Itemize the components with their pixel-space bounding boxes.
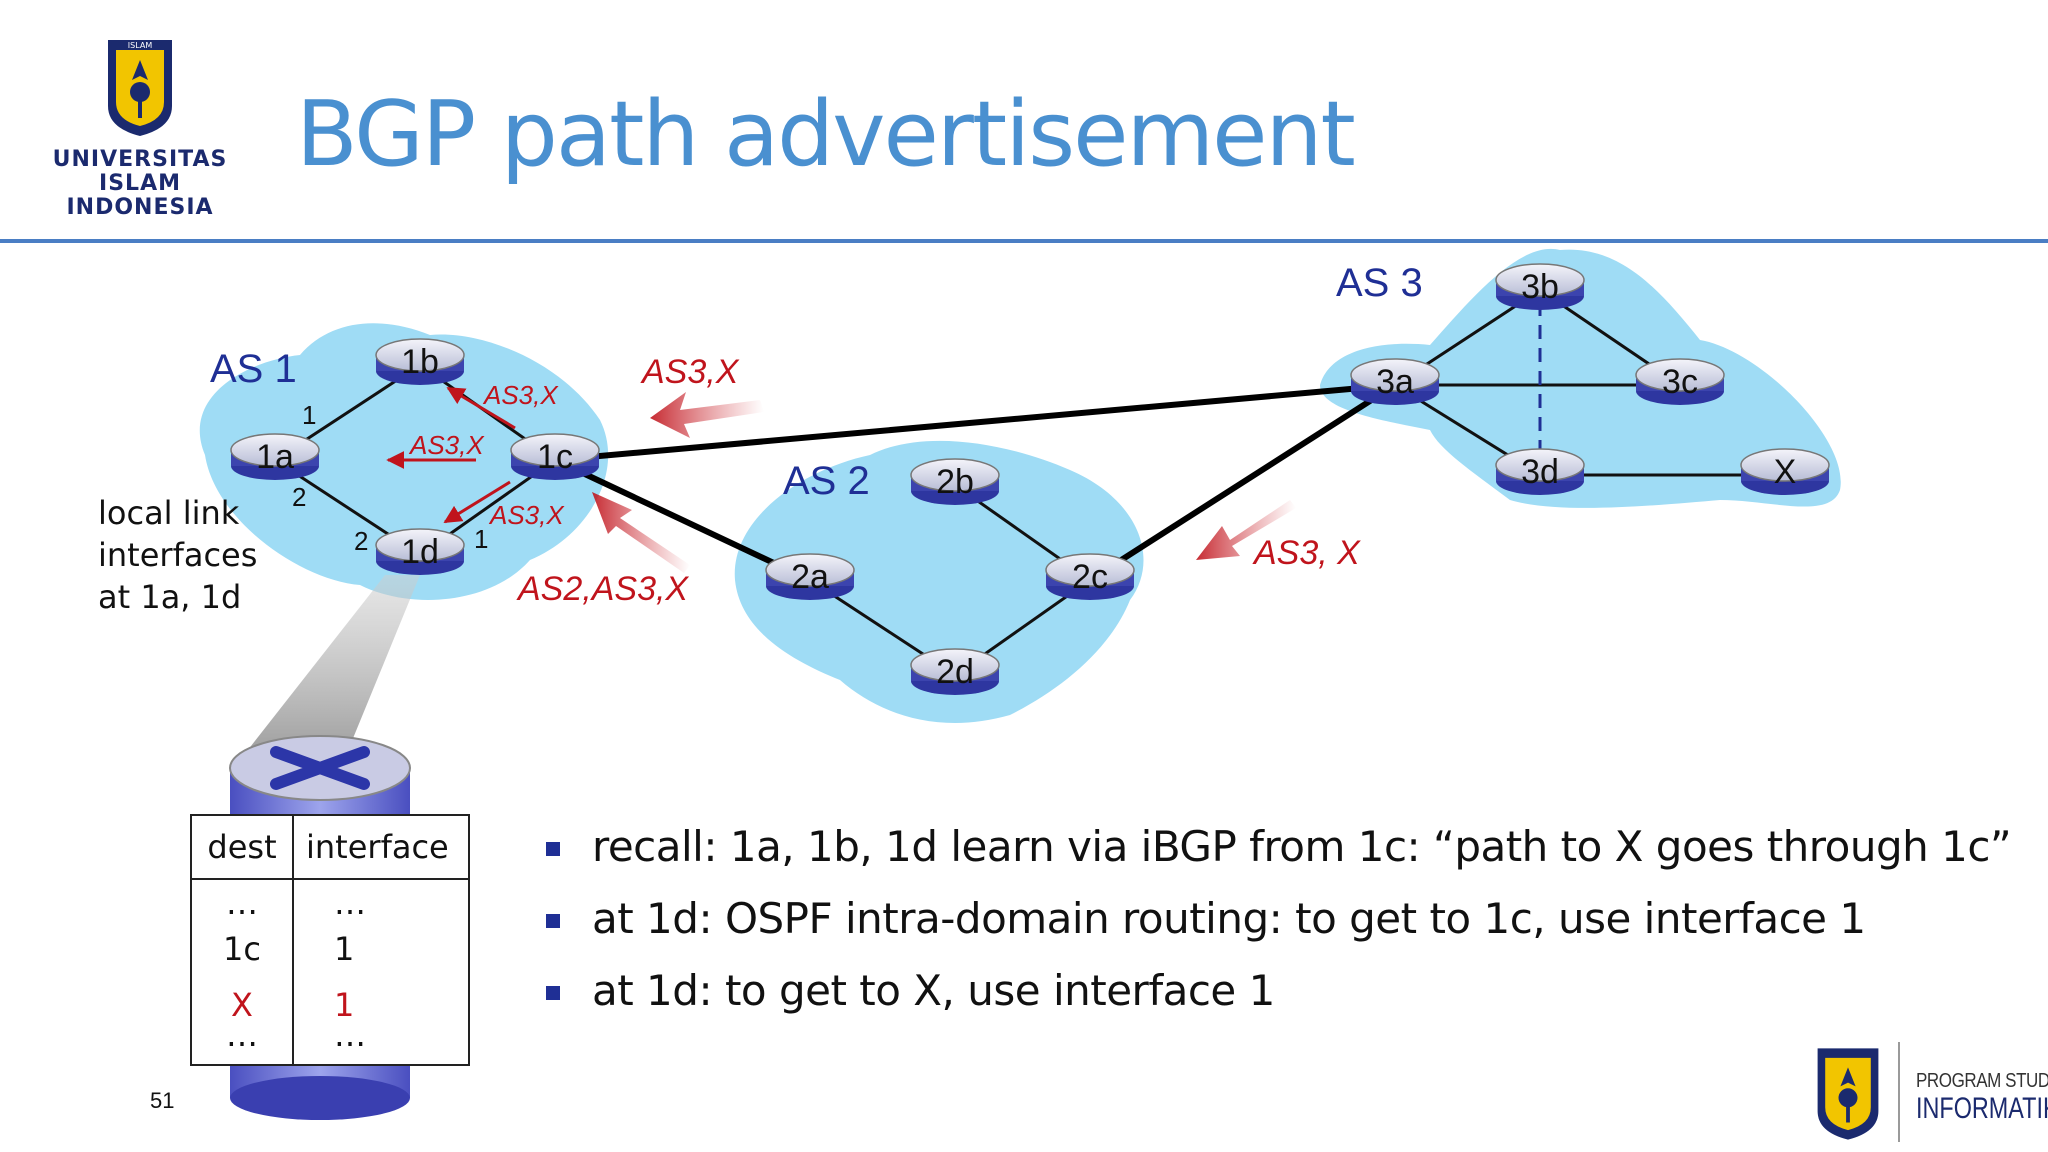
as3-cloud xyxy=(1320,248,1841,508)
router-x: X xyxy=(1740,448,1830,495)
footer-university-logo xyxy=(1817,1048,1879,1140)
router-label: 2b xyxy=(936,463,974,501)
university-name-line3: INDONESIA xyxy=(66,195,214,220)
adv-arrow-to-2c xyxy=(1196,500,1296,560)
table-cell-interface: 1 xyxy=(334,986,355,1024)
router-label: 1b xyxy=(401,343,439,381)
university-name-line2: ISLAM xyxy=(99,171,181,196)
router-label: X xyxy=(1774,453,1797,491)
router-2d: 2d xyxy=(910,648,1000,695)
router-3d: 3d xyxy=(1495,448,1585,495)
router-1b: 1b xyxy=(375,338,465,385)
bullet-marker xyxy=(546,842,560,856)
logo-text-top: ISLAM xyxy=(128,41,153,50)
bullet-marker xyxy=(546,986,560,1000)
router-3a: 3a xyxy=(1350,358,1440,405)
table-header-dest: dest xyxy=(207,828,277,866)
router-2c: 2c xyxy=(1045,553,1135,600)
router-2a: 2a xyxy=(765,553,855,600)
local-note-line1: local link xyxy=(98,494,240,532)
ibgp-advertisement-arrows xyxy=(386,386,516,524)
router-3c: 3c xyxy=(1635,358,1725,405)
router-label: 1c xyxy=(537,438,573,476)
router-label: 3a xyxy=(1376,363,1414,401)
link-number-1d-left: 2 xyxy=(354,526,368,556)
program-label: PROGRAM STUDI xyxy=(1916,1070,2048,1092)
router-1a: 1a xyxy=(230,433,320,480)
table-cell-dest: … xyxy=(226,1016,258,1054)
bullet-text: recall: 1a, 1b, 1d learn via iBGP from 1… xyxy=(592,822,2012,871)
page-title: BGP path advertisement xyxy=(296,82,1356,187)
as3-label: AS 3 xyxy=(1336,261,1423,305)
university-name-line1: UNIVERSITAS xyxy=(52,147,228,172)
link-number-1a-1b: 1 xyxy=(302,400,316,430)
adv-arrow-to-1c xyxy=(592,492,690,573)
adv-label-1c-1d: AS3,X xyxy=(488,500,565,530)
table-cell-interface: … xyxy=(334,1016,366,1054)
link-number-1d-right: 1 xyxy=(474,524,488,554)
router-label: 2d xyxy=(936,653,974,691)
as1-label: AS 1 xyxy=(210,347,297,391)
table-cell-dest: … xyxy=(226,884,258,922)
header-divider xyxy=(0,239,2048,243)
bullet-text: at 1d: OSPF intra-domain routing: to get… xyxy=(592,894,1866,943)
bullet-marker xyxy=(546,914,560,928)
table-cell-dest: X xyxy=(231,986,253,1024)
program-name: INFORMATIKA xyxy=(1916,1092,2048,1125)
link-number-1a-1d: 2 xyxy=(292,482,306,512)
router-3b: 3b xyxy=(1495,263,1585,310)
local-note-line3: at 1a, 1d xyxy=(98,578,242,616)
adv-label-to-as1: AS3,X xyxy=(640,353,740,391)
ebgp-links xyxy=(553,382,1397,583)
router-1d: 1d xyxy=(375,528,465,575)
router-zoom-beam xyxy=(240,575,420,770)
router-label: 1a xyxy=(256,438,294,476)
adv-label-1c-1b: AS3,X xyxy=(482,380,559,410)
bullet-text: at 1d: to get to X, use interface 1 xyxy=(592,966,1275,1015)
table-cell-interface: 1 xyxy=(334,930,355,968)
adv-label-as2-as3-x: AS2,AS3,X xyxy=(516,570,689,608)
footer-divider xyxy=(1898,1042,1900,1142)
table-header-interface: interface xyxy=(306,828,449,866)
router-label: 2c xyxy=(1072,558,1108,596)
as2-label: AS 2 xyxy=(783,459,870,503)
adv-label-1c-1a: AS3,X xyxy=(408,430,485,460)
local-note-line2: interfaces xyxy=(98,536,258,574)
local-link-note: local link interfaces at 1a, 1d xyxy=(98,492,257,618)
adv-label-to-as2: AS3, X xyxy=(1252,534,1361,572)
router-label: 3b xyxy=(1521,268,1559,306)
router-label: 3d xyxy=(1521,453,1559,491)
table-cell-dest: 1c xyxy=(223,930,261,968)
university-name: UNIVERSITAS ISLAM INDONESIA xyxy=(40,148,240,220)
router-label: 1d xyxy=(401,533,439,571)
table-divider xyxy=(292,816,294,1064)
as2-cloud xyxy=(734,440,1144,723)
table-header xyxy=(192,816,468,880)
router-1c: 1c xyxy=(510,433,600,480)
adv-arrow-to-as1 xyxy=(650,392,764,438)
router-label: 2a xyxy=(791,558,829,596)
forwarding-table: dest interface … … 1c 1 X 1 … … xyxy=(190,814,470,1066)
router-2b: 2b xyxy=(910,458,1000,505)
table-cell-interface: … xyxy=(334,884,366,922)
router-label: 3c xyxy=(1662,363,1698,401)
slide-number: 51 xyxy=(150,1088,175,1113)
university-logo: ISLAM xyxy=(108,40,172,136)
